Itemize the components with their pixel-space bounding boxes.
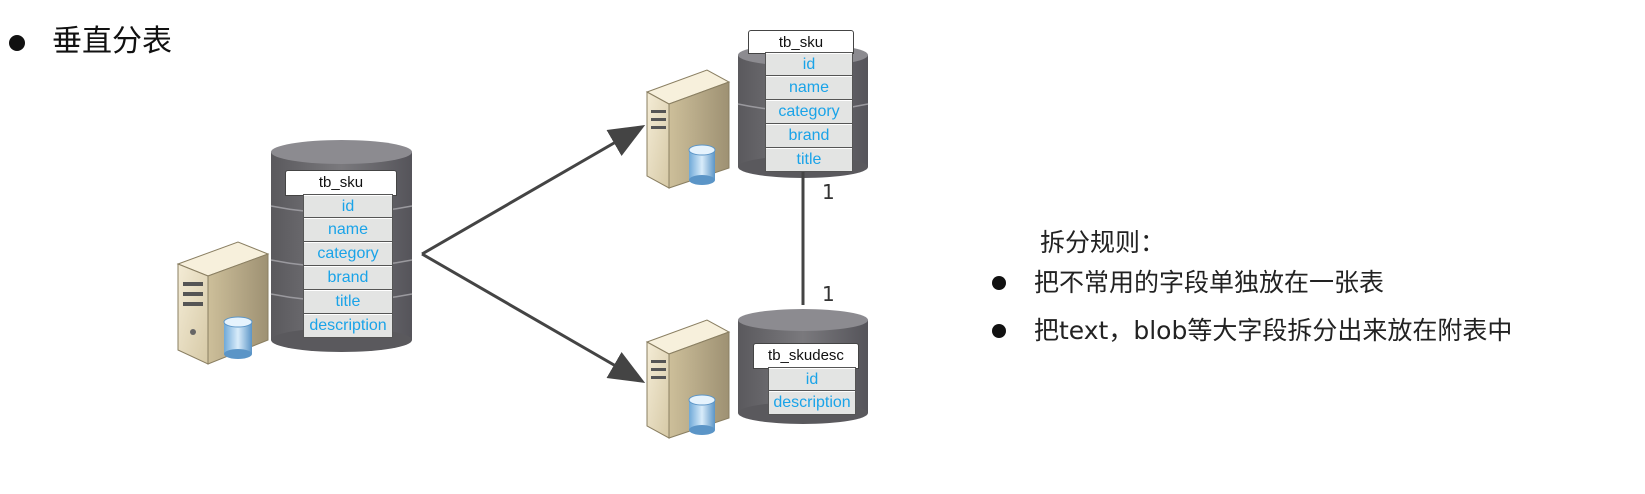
source-field: id [303,194,393,218]
mini-database-icon [223,316,253,359]
top-field: category [765,100,853,124]
source-field: name [303,218,393,242]
top-field: title [765,148,853,172]
arrow-to-top-icon [421,124,646,256]
mini-database-icon [688,394,716,435]
rule-bullet [992,276,1006,290]
rule-item-2: 把text，blob等大字段拆分出来放在附表中 [1034,316,1513,345]
mini-database-icon [688,144,716,185]
source-field: category [303,242,393,266]
heading-bullet [9,35,25,51]
top-field: id [765,52,853,76]
top-table-fields: id name category brand title [765,52,853,172]
bottom-field: id [768,367,856,391]
source-table-name: tb_sku [285,170,397,196]
bottom-cardinality-label: 1 [822,282,835,306]
page-title: 垂直分表 [52,24,172,59]
rule-item-1: 把不常用的字段单独放在一张表 [1034,268,1385,297]
top-field: name [765,76,853,100]
source-table-fields: id name category brand title description [303,194,393,338]
bottom-table-fields: id description [768,367,856,415]
top-field: brand [765,124,853,148]
source-field: description [303,314,393,338]
rule-bullet [992,324,1006,338]
arrow-to-bottom-icon [421,252,646,384]
source-field: title [303,290,393,314]
source-field: brand [303,266,393,290]
server-icon [176,241,270,365]
server-icon [645,69,731,189]
top-table-name: tb_sku [748,30,854,54]
bottom-field: description [768,391,856,415]
top-cardinality-label: 1 [822,180,835,204]
rules-title: 拆分规则： [1040,228,1166,257]
server-icon [645,319,731,439]
bottom-table-name: tb_skudesc [753,343,859,369]
